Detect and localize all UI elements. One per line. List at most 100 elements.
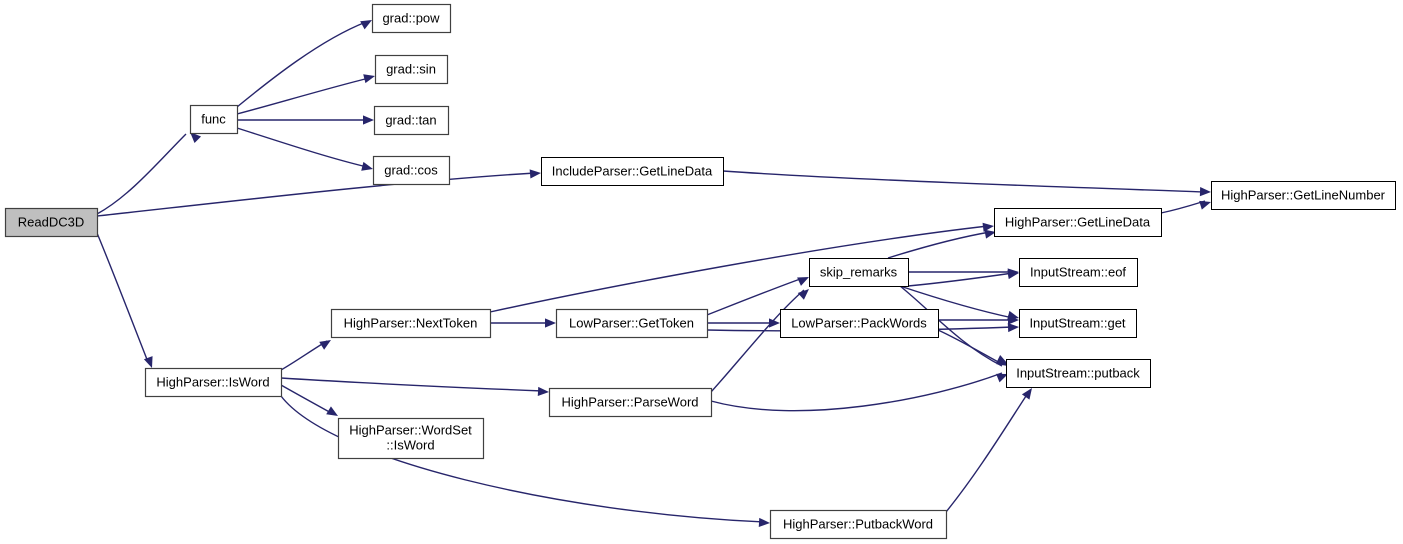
call-edge (899, 285, 1014, 319)
graph-node-isword[interactable]: HighParser::IsWord (144, 367, 283, 398)
arrowhead-icon (190, 132, 202, 144)
graph-node-readdc3d[interactable]: ReadDC3D (4, 207, 99, 238)
graph-node-gradsin[interactable]: grad::sin (374, 54, 449, 85)
node-box[interactable] (769, 509, 948, 540)
node-label: skip_remarks (820, 264, 898, 279)
call-edge (899, 285, 1003, 367)
node-box[interactable] (337, 417, 485, 460)
graph-node-gradtan[interactable]: grad::tan (373, 105, 450, 136)
graph-node-incgetline[interactable]: IncludeParser::GetLineData (541, 157, 724, 186)
node-box[interactable] (780, 309, 939, 338)
arrowhead-layer (143, 20, 1211, 528)
call-edge (887, 231, 991, 259)
node-box[interactable] (555, 308, 709, 339)
call-edge (710, 372, 1003, 412)
node-label: HighParser::ParseWord (561, 394, 698, 409)
node-label: grad::tan (385, 112, 436, 127)
call-edge (710, 289, 805, 393)
node-layer: ReadDC3D func grad::powgrad::singrad::tang… (4, 3, 1396, 540)
node-box[interactable] (1006, 359, 1151, 388)
node-box[interactable] (541, 157, 724, 186)
call-edge (722, 170, 1206, 193)
arrowhead-icon (363, 74, 375, 84)
graph-node-skipremark[interactable]: skip_remarks (809, 258, 909, 287)
node-box[interactable] (189, 104, 239, 135)
node-label: LowParser::GetToken (569, 315, 694, 330)
node-label: grad::pow (382, 10, 440, 25)
call-edge (96, 232, 149, 363)
arrowhead-icon (982, 222, 994, 232)
node-box[interactable] (4, 207, 99, 238)
node-box[interactable] (372, 155, 451, 186)
arrowhead-icon (361, 161, 373, 171)
graph-node-parseword[interactable]: HighParser::ParseWord (548, 387, 713, 418)
call-edge (236, 21, 367, 108)
graph-node-isputback[interactable]: InputStream::putback (1006, 359, 1151, 388)
arrowhead-icon (1199, 200, 1211, 210)
arrowhead-icon (769, 318, 780, 328)
node-box[interactable] (144, 367, 283, 398)
call-edge (236, 127, 368, 168)
graph-node-gradcos[interactable]: grad::cos (372, 155, 451, 186)
node-label: InputStream::eof (1030, 264, 1126, 279)
graph-node-nexttoken[interactable]: HighParser::NextToken (330, 308, 492, 339)
graph-node-func[interactable]: func (189, 104, 239, 135)
call-edge (489, 225, 989, 313)
node-box[interactable] (1019, 309, 1137, 338)
arrowhead-icon (1008, 315, 1019, 325)
graph-node-hpgetline[interactable]: HighParser::GetLineData (994, 208, 1162, 237)
node-box[interactable] (1019, 258, 1138, 287)
node-label: InputStream::putback (1016, 365, 1140, 380)
call-edge (96, 172, 536, 217)
node-box[interactable] (809, 258, 909, 287)
node-label: func (201, 111, 226, 126)
arrowhead-icon (797, 289, 809, 300)
call-edge (907, 272, 1014, 287)
arrowhead-icon (797, 277, 809, 286)
arrowhead-icon (545, 318, 556, 328)
edge-layer (96, 21, 1206, 523)
arrowhead-icon (758, 517, 770, 528)
node-label: IncludeParser::GetLineData (552, 163, 713, 178)
node-box[interactable] (371, 3, 452, 34)
node-box[interactable] (548, 387, 713, 418)
graph-node-putbackw[interactable]: HighParser::PutbackWord (769, 509, 948, 540)
node-label: ReadDC3D (18, 214, 84, 229)
arrowhead-icon (1021, 388, 1032, 400)
call-edge (280, 377, 544, 392)
arrowhead-icon (360, 20, 372, 30)
arrowhead-icon (996, 355, 1008, 364)
node-label: HighParser::WordSet::IsWord (349, 423, 472, 453)
arrowhead-icon (1007, 322, 1019, 333)
node-box[interactable] (994, 208, 1162, 237)
graph-node-packwords[interactable]: LowParser::PackWords (780, 309, 939, 338)
node-box[interactable] (373, 105, 450, 136)
call-edge (945, 389, 1031, 513)
call-edge (280, 395, 765, 523)
arrowhead-icon (1199, 187, 1211, 197)
graph-node-gradpow[interactable]: grad::pow (371, 3, 452, 34)
node-label: HighParser::NextToken (344, 315, 478, 330)
graph-node-isget[interactable]: InputStream::get (1019, 309, 1137, 338)
node-label: HighParser::PutbackWord (783, 516, 933, 531)
node-box[interactable] (330, 308, 492, 339)
call-edge (706, 277, 804, 316)
node-label: LowParser::PackWords (791, 315, 927, 330)
node-label: grad::sin (386, 61, 436, 76)
node-label: grad::cos (384, 162, 438, 177)
graph-node-getlinenum[interactable]: HighParser::GetLineNumber (1211, 181, 1396, 210)
graph-node-gettoken[interactable]: LowParser::GetToken (555, 308, 709, 339)
call-edge (937, 329, 1003, 365)
arrowhead-icon (984, 229, 996, 239)
call-edge (236, 77, 370, 115)
node-box[interactable] (1211, 181, 1396, 210)
node-label: InputStream::get (1029, 315, 1125, 330)
call-edge (96, 133, 187, 215)
arrowhead-icon (319, 340, 331, 350)
graph-node-wordset[interactable]: HighParser::WordSet::IsWord (337, 417, 485, 460)
graph-node-iseof[interactable]: InputStream::eof (1019, 258, 1138, 287)
node-box[interactable] (374, 54, 449, 85)
arrowhead-icon (363, 115, 374, 125)
